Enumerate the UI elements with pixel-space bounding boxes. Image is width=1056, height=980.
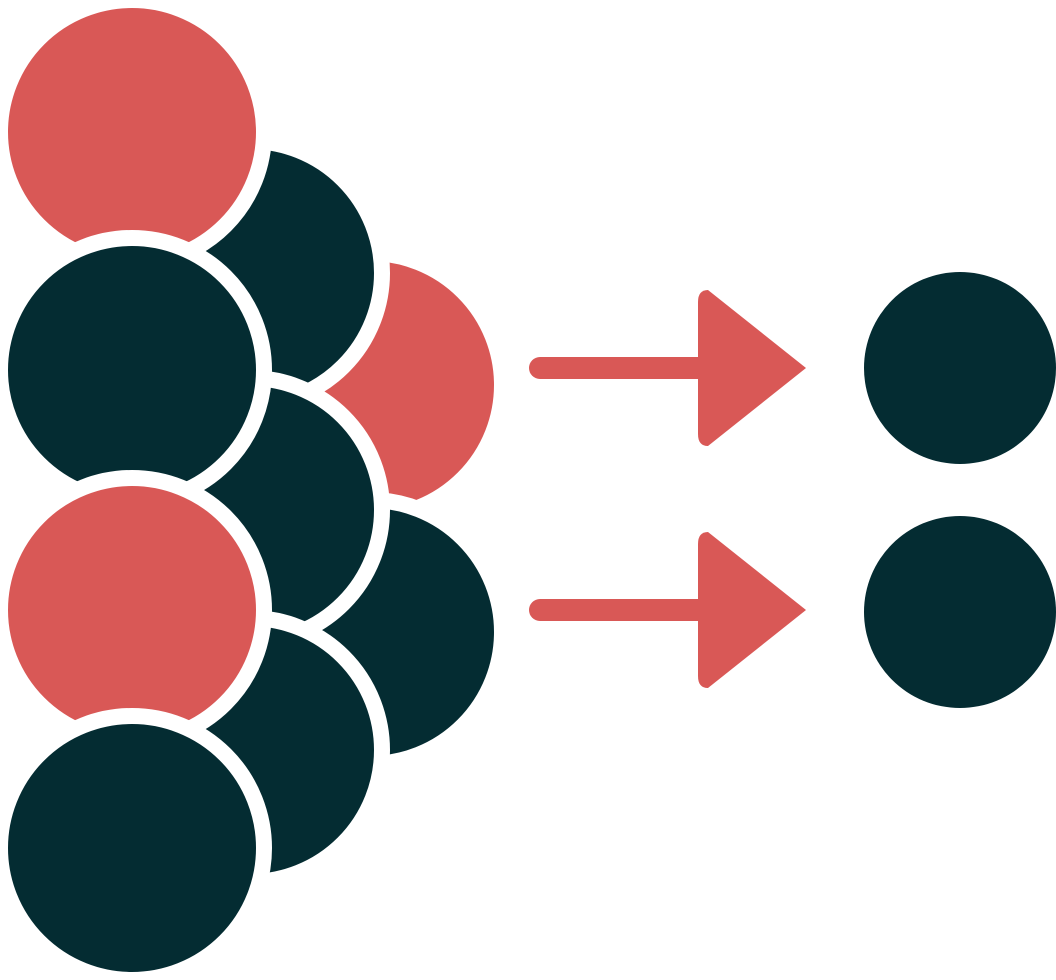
input-circle — [0, 230, 272, 510]
output-circle — [864, 516, 1056, 708]
output-circle — [864, 272, 1056, 464]
input-circle — [0, 470, 272, 750]
arrow-icon — [529, 532, 806, 688]
input-circle — [0, 708, 272, 980]
arrow-icon — [529, 290, 806, 446]
input-circle — [0, 0, 272, 272]
